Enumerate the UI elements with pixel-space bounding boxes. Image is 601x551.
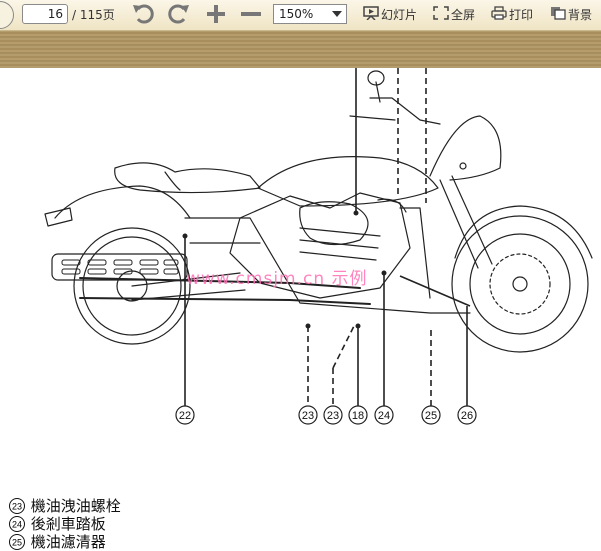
- front-wheel: [451, 215, 589, 353]
- viewer-toolbar: / 115页 150% 幻灯片 全屏 打印 背景: [0, 0, 601, 31]
- background-button[interactable]: 背景: [550, 4, 598, 24]
- legend-number-badge: 23: [9, 498, 25, 514]
- page-total-label: / 115页: [72, 8, 115, 22]
- slideshow-icon: [363, 6, 379, 20]
- legend-item: 25 機油濾清器: [8, 533, 121, 551]
- printer-icon: [491, 6, 507, 20]
- document-page: 22 23 23 18 24 25 26 www.cmsjm.cn 示例 23 …: [0, 68, 601, 551]
- air-cleaner-cover: [299, 201, 369, 246]
- background-icon: [551, 7, 566, 20]
- callout-circle: [323, 405, 343, 425]
- callout-label: 23: [302, 410, 314, 422]
- legend-number-badge: 24: [9, 516, 25, 532]
- motorcycle-diagram: 22 23 23 18 24 25 26: [44, 68, 593, 425]
- callout-label: 23: [327, 410, 339, 422]
- callout-circle: [374, 405, 394, 425]
- fullscreen-button[interactable]: 全屏: [433, 4, 479, 24]
- page-number-input[interactable]: [22, 4, 68, 24]
- zoom-in-icon[interactable]: [203, 1, 231, 27]
- document-frame-band: [0, 31, 601, 69]
- svg-text:24: 24: [12, 520, 22, 530]
- sidebar-toggle-button[interactable]: [0, 1, 14, 29]
- rotate-left-icon[interactable]: [130, 1, 158, 27]
- svg-text:25: 25: [12, 538, 22, 548]
- callout-label: 26: [461, 410, 473, 422]
- callout-circle: [348, 405, 368, 425]
- callout-label: 24: [378, 410, 390, 422]
- svg-text:23: 23: [12, 502, 22, 512]
- legend-item: 23 機油洩油螺栓: [8, 497, 121, 515]
- callout-label: 18: [352, 410, 364, 422]
- zoom-out-icon[interactable]: [237, 1, 265, 27]
- rear-wheel: [73, 227, 191, 345]
- callout-circle: [457, 405, 477, 425]
- legend-item: 24 後剎車踏板: [8, 515, 121, 533]
- watermark-text: www.cmsjm.cn 示例: [186, 269, 368, 289]
- callout-circle: [298, 405, 318, 425]
- callout-label: 22: [179, 410, 191, 422]
- zoom-select[interactable]: 150%: [273, 4, 347, 24]
- callout-circle: [421, 405, 441, 425]
- parts-legend: 23 機油洩油螺栓 24 後剎車踏板 25 機油濾清器: [8, 497, 121, 551]
- callout-label: 25: [425, 410, 437, 422]
- fullscreen-icon: [433, 6, 449, 20]
- chevron-down-icon: [332, 11, 342, 17]
- slideshow-button[interactable]: 幻灯片: [363, 4, 423, 24]
- callout-circle: [175, 405, 195, 425]
- print-button[interactable]: 打印: [491, 4, 537, 24]
- rotate-right-icon[interactable]: [164, 1, 192, 27]
- legend-number-badge: 25: [9, 534, 25, 550]
